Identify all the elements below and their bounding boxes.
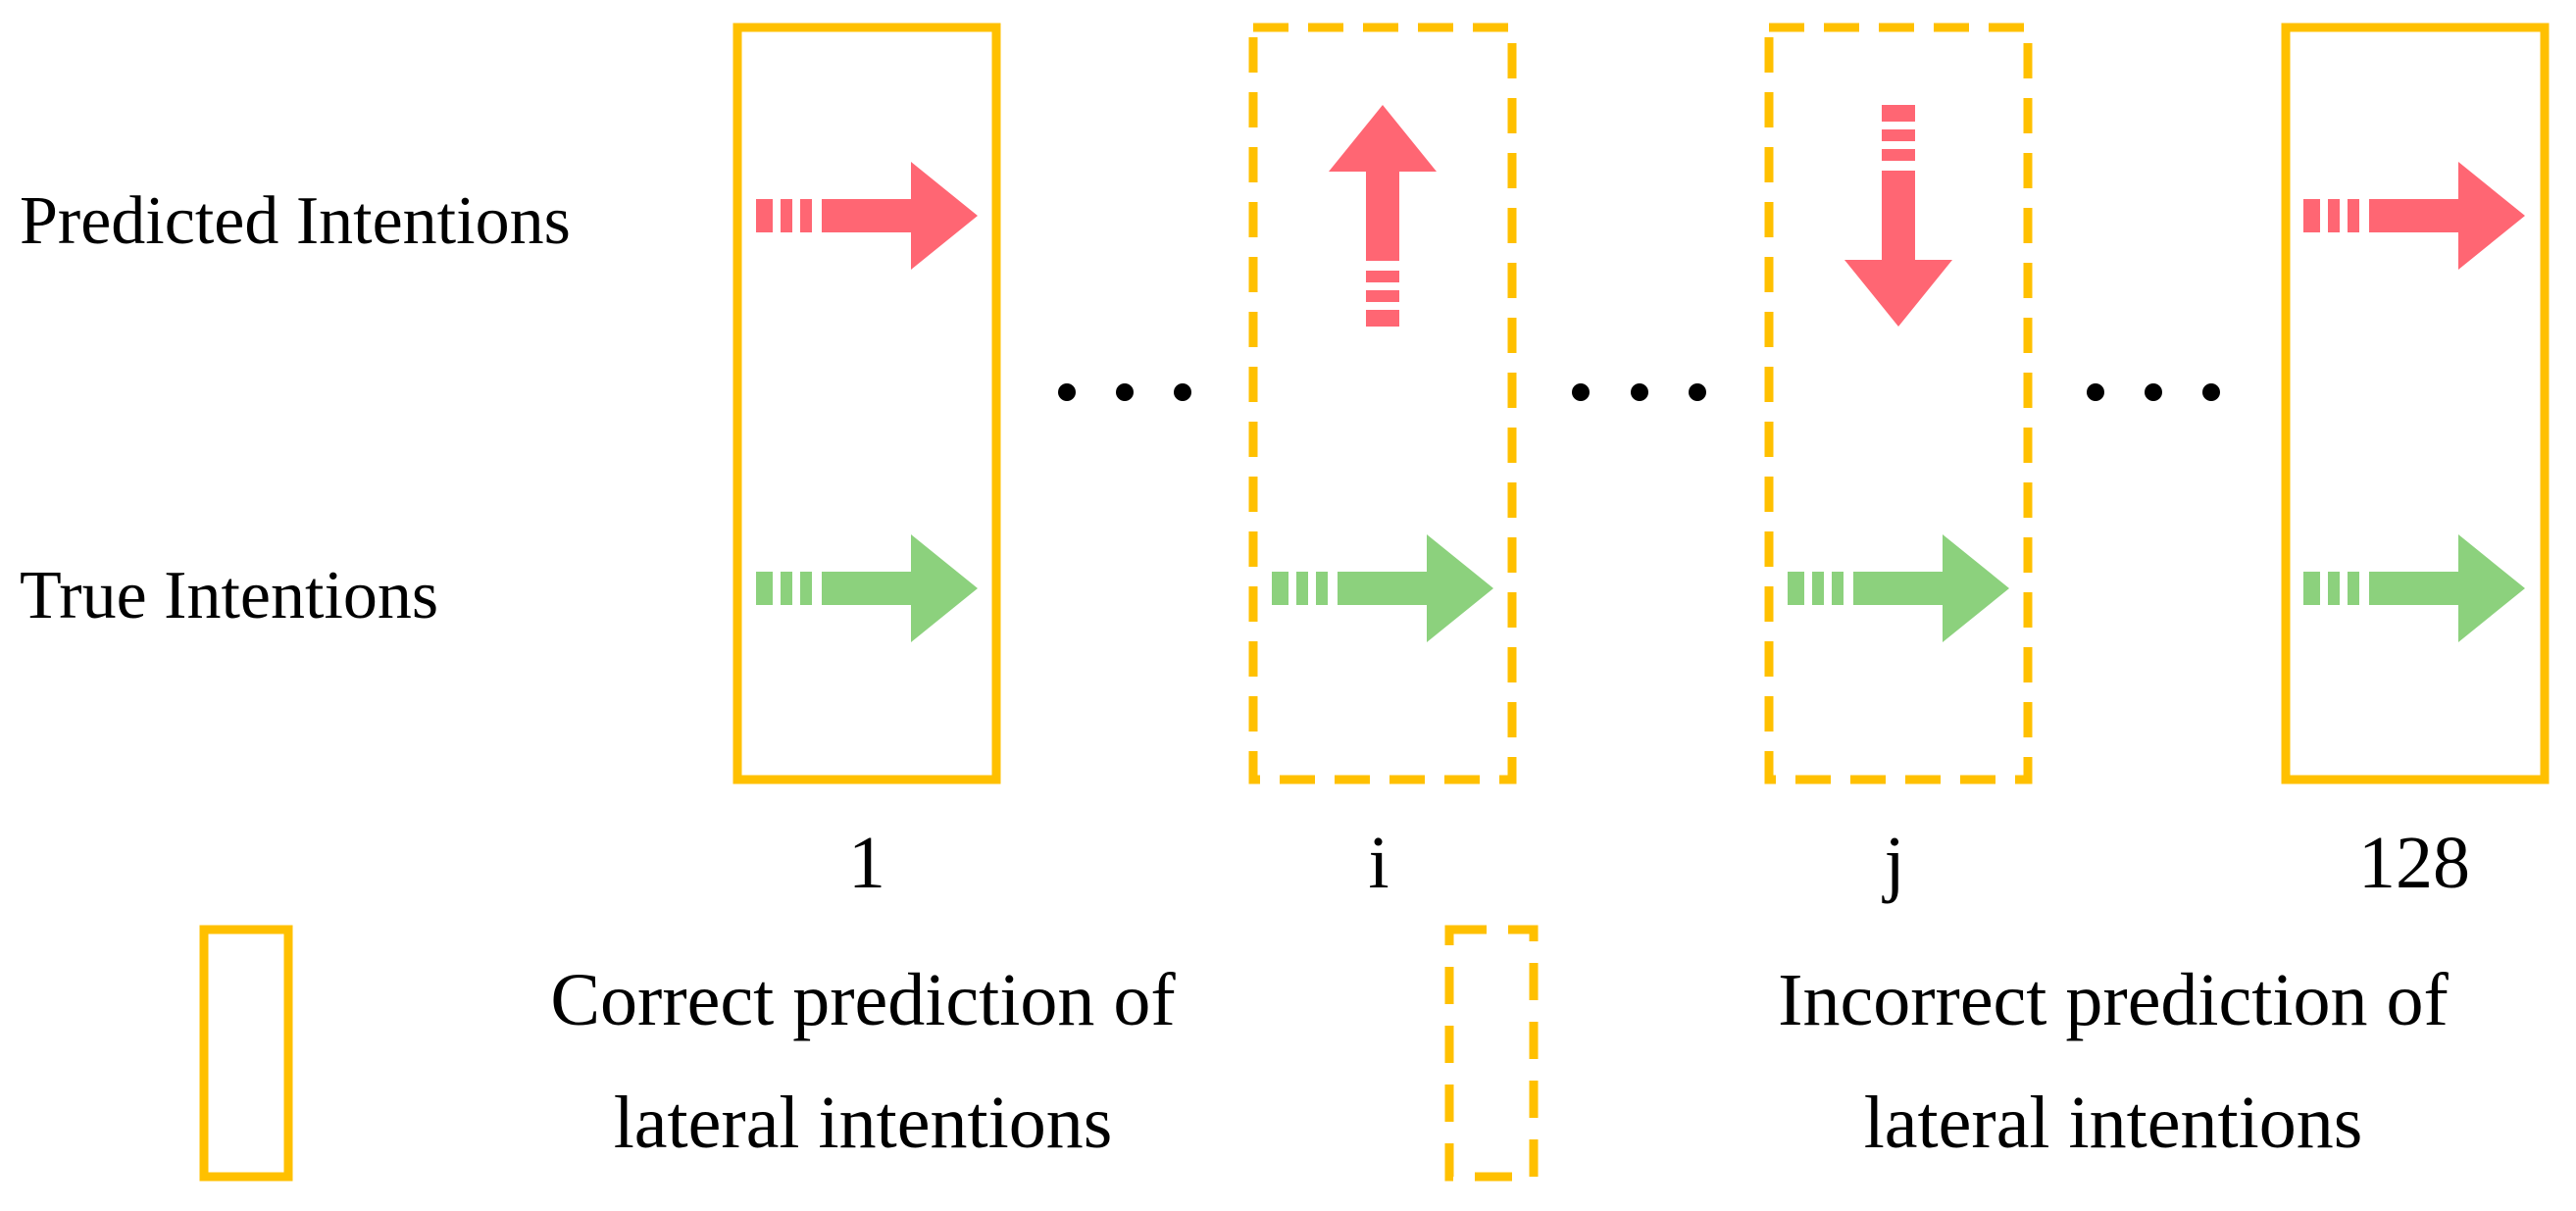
ellipsis-1 <box>1058 383 1191 401</box>
intention-arrows <box>756 105 2525 642</box>
predicted-arrow-j <box>1844 105 1952 327</box>
predicted-arrow-128 <box>2303 162 2525 270</box>
column-box-128 <box>2281 23 2550 784</box>
legend-incorrect-line1: Incorrect prediction of <box>1778 959 2449 1041</box>
legend-solid-box <box>199 925 293 1182</box>
column-index-j: j <box>1881 822 1904 904</box>
column-box-1 <box>732 23 1001 784</box>
column-index-1: 1 <box>848 822 885 904</box>
legend-incorrect-line2: lateral intentions <box>1864 1082 2363 1164</box>
true-intentions-label: True Intentions <box>20 558 438 633</box>
true-arrow-j <box>1788 534 2009 642</box>
column-index-128: 128 <box>2358 822 2470 904</box>
predicted-arrow-i <box>1329 105 1437 327</box>
column-box-j <box>1764 23 2033 784</box>
predicted-arrow-1 <box>756 162 978 270</box>
legend-dashed-box <box>1444 925 1539 1182</box>
ellipsis-3 <box>2087 383 2220 401</box>
column-index-i: i <box>1368 822 1389 904</box>
column-box-i <box>1248 23 1517 784</box>
true-arrow-1 <box>756 534 978 642</box>
legend-correct-line2: lateral intentions <box>614 1082 1113 1164</box>
ellipsis-2 <box>1572 383 1706 401</box>
true-arrow-i <box>1272 534 1493 642</box>
true-arrow-128 <box>2303 534 2525 642</box>
legend-correct-line1: Correct prediction of <box>550 959 1176 1041</box>
predicted-intentions-label: Predicted Intentions <box>20 183 571 259</box>
